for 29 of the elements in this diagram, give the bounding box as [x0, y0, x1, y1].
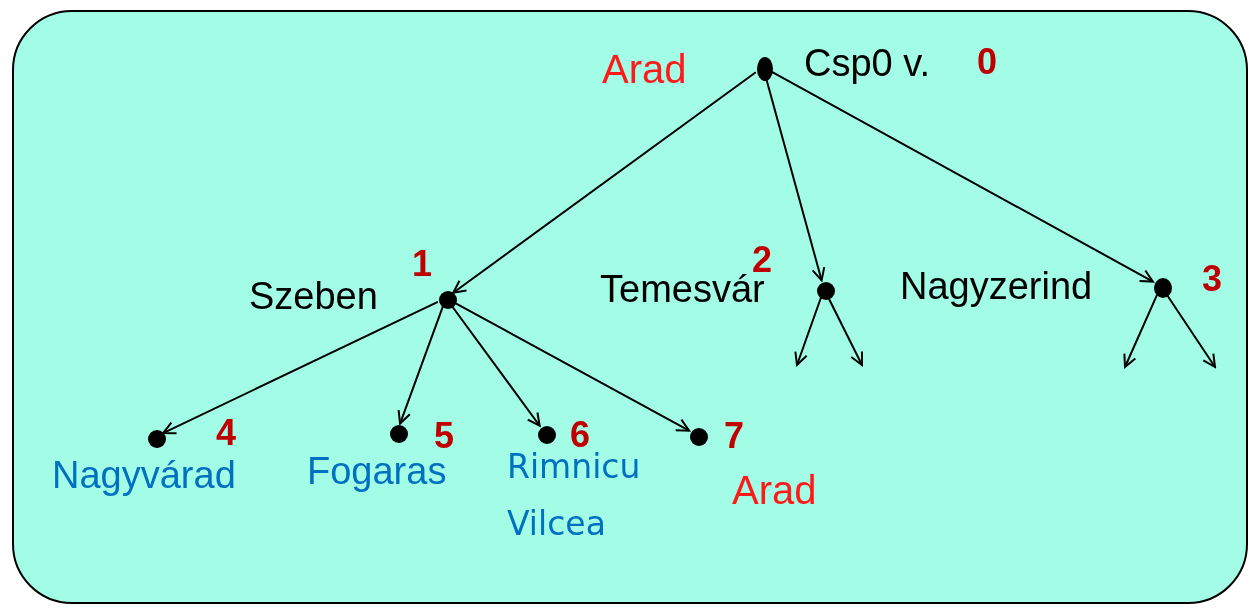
node-label: Fogaras — [307, 452, 447, 490]
tree-node-dot — [390, 425, 408, 443]
node-number: 2 — [752, 242, 773, 278]
arrow — [452, 71, 757, 294]
tree-node-dot — [690, 428, 708, 446]
arrow — [1165, 293, 1216, 368]
tree-node-dot — [1154, 278, 1172, 298]
arrow — [162, 300, 439, 435]
panel-background — [12, 10, 1248, 604]
node-number: 3 — [1202, 261, 1223, 297]
node-number: 4 — [216, 415, 237, 451]
node-label: Szeben — [249, 277, 378, 315]
tree-node-dot — [148, 430, 166, 448]
tree-node-dot — [439, 291, 457, 309]
node-label: Arad — [732, 470, 817, 510]
arrow — [397, 305, 444, 425]
node-label: Csp0 v. — [804, 44, 930, 82]
node-number: 5 — [434, 418, 455, 454]
arrow — [1123, 293, 1158, 368]
node-label: Arad — [602, 49, 687, 89]
arrow — [794, 296, 822, 366]
tree-node-dot — [817, 282, 835, 300]
node-number: 1 — [412, 246, 433, 282]
node-label: Nagyzerind — [900, 267, 1093, 305]
node-number: 0 — [977, 44, 998, 80]
tree-node-dot — [538, 426, 556, 444]
node-number: 7 — [724, 418, 745, 454]
node-label: Nagyvárad — [52, 456, 236, 494]
tree-node-dot — [757, 57, 773, 81]
